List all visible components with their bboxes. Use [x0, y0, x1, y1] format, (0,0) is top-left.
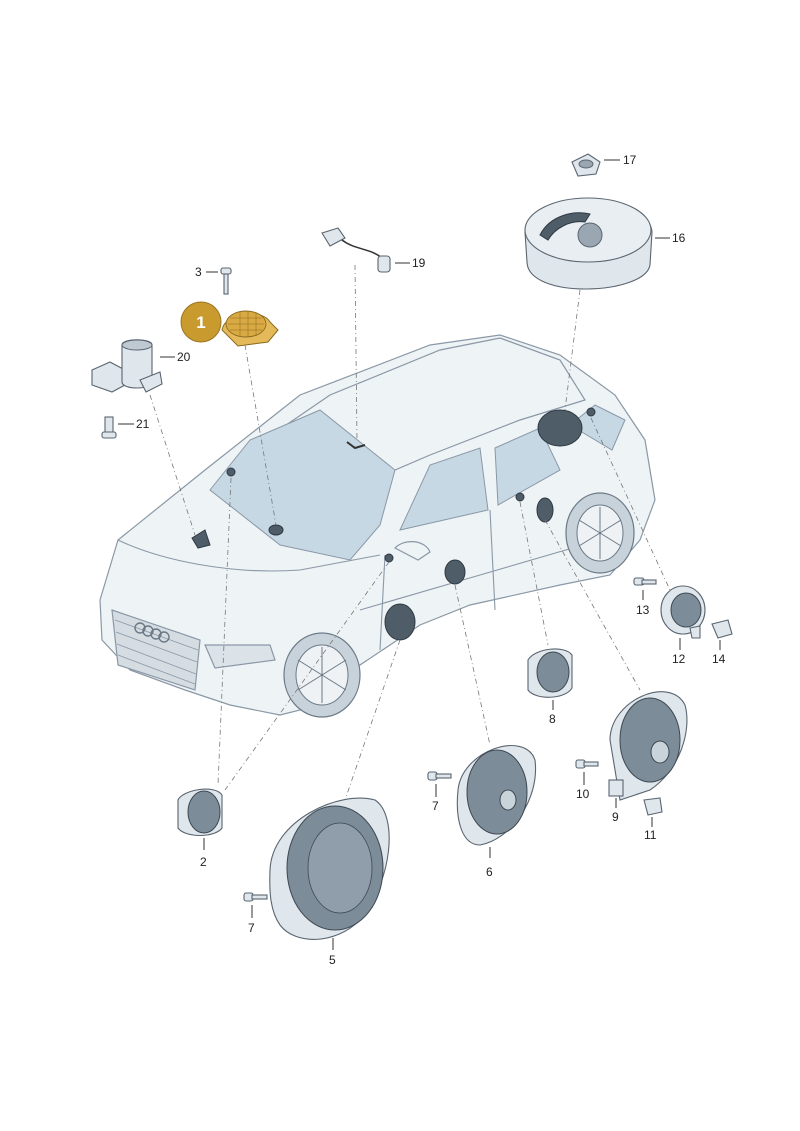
label-7-front: 7	[248, 921, 255, 935]
mount-point-rear-deck	[537, 409, 583, 447]
label-17: 17	[623, 153, 637, 167]
door-line-rear	[489, 509, 496, 611]
label-3: 3	[195, 265, 202, 279]
part-11-clip[interactable]: 11	[643, 797, 663, 842]
front-side-window	[399, 447, 489, 531]
roof-antenna-cable	[346, 441, 366, 450]
part-21-screw[interactable]: 21	[101, 416, 150, 439]
label-13: 13	[636, 603, 650, 617]
part-10-screw[interactable]: 10	[575, 759, 599, 801]
mount-point-b-pillar	[384, 553, 394, 563]
door-line-front	[379, 554, 386, 651]
highlight-badge[interactable]: 1	[180, 301, 222, 343]
mount-point-hood	[191, 529, 211, 549]
mount-point-dash	[268, 524, 284, 536]
part-7-screw-middle[interactable]: 7	[427, 771, 452, 813]
mount-point-rear-door	[536, 497, 554, 523]
highlight-badge-circle	[180, 301, 222, 343]
label-5: 5	[329, 953, 336, 967]
side-mirror	[393, 541, 431, 561]
part-8-tweeter[interactable]: 8	[527, 648, 573, 726]
rear-wheel	[565, 492, 635, 574]
part-13-screw[interactable]: 13	[633, 577, 657, 617]
label-12: 12	[672, 652, 686, 666]
grille-slats	[114, 619, 199, 685]
mount-point-d-pillar	[586, 407, 596, 417]
part-17-retaining-knob[interactable]: 17	[571, 153, 637, 177]
part-19-antenna-cable[interactable]: 19	[321, 227, 426, 273]
mount-point-door-rear	[444, 559, 466, 585]
part-5-front-door-speaker[interactable]: 5	[269, 797, 390, 967]
mount-point-door-front	[384, 603, 416, 641]
part-1-tweeter-grille[interactable]	[221, 310, 279, 347]
label-6: 6	[486, 865, 493, 879]
mesh-pattern	[228, 311, 264, 337]
part-20-bracket[interactable]: 20	[91, 339, 191, 393]
label-2: 2	[200, 855, 207, 869]
label-8: 8	[549, 712, 556, 726]
leader-lines	[149, 264, 671, 801]
label-21: 21	[136, 417, 150, 431]
highlight-badge-number: 1	[196, 313, 205, 332]
hood-line	[117, 539, 381, 572]
windscreen	[209, 409, 396, 561]
mount-point-c-pillar	[515, 492, 525, 502]
label-20: 20	[177, 350, 191, 364]
front-grille	[111, 609, 201, 691]
label-16: 16	[672, 231, 686, 245]
brand-rings-logo	[134, 622, 170, 643]
label-10: 10	[576, 787, 590, 801]
label-7-middle: 7	[432, 799, 439, 813]
car-illustration	[99, 334, 656, 718]
part-3-screw[interactable]: 3	[195, 265, 232, 295]
front-wheel	[283, 632, 361, 718]
label-14: 14	[712, 652, 726, 666]
label-9: 9	[612, 810, 619, 824]
label-19: 19	[412, 256, 426, 270]
headlight	[204, 644, 276, 669]
part-9-rear-door-speaker[interactable]: 9	[608, 691, 688, 824]
part-6-rear-door-speaker[interactable]: 6	[456, 745, 537, 879]
part-16-subwoofer[interactable]: 16	[524, 197, 686, 290]
label-11: 11	[644, 828, 657, 842]
side-crease	[359, 539, 601, 611]
part-14-clip[interactable]: 14	[711, 619, 733, 666]
part-12-rear-speaker[interactable]: 12	[660, 585, 706, 666]
part-2-front-tweeter[interactable]: 2	[177, 788, 223, 869]
mount-point-a-pillar	[226, 467, 236, 477]
part-7-screw-front[interactable]: 7	[243, 892, 268, 935]
